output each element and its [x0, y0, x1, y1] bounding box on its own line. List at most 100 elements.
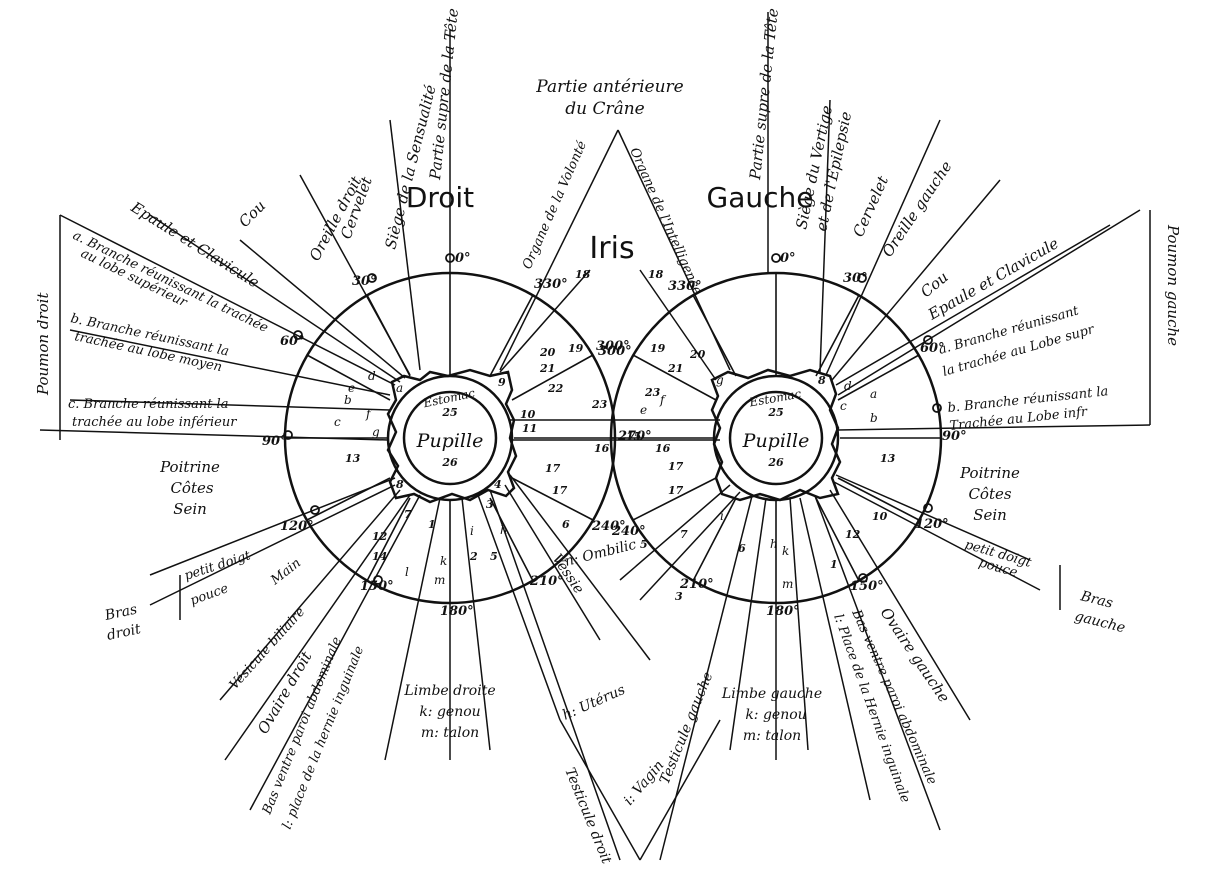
letter-l-b: b — [870, 411, 878, 425]
left-stomach-zone — [710, 368, 842, 502]
deg-right-330: 330° — [534, 277, 568, 292]
deg-right-270: 270° — [617, 429, 652, 444]
deg-right-150: 150° — [360, 579, 394, 594]
letter-l-e: e — [640, 403, 647, 417]
label-left-genou: k: genou — [745, 707, 806, 723]
label-left-vagin: i: Vagin — [621, 757, 668, 808]
label-left-bras: Bras — [1078, 588, 1114, 612]
zone-r21: 21 — [539, 362, 555, 375]
letter-r-f: f — [365, 407, 373, 421]
zone-l20: 20 — [689, 348, 706, 361]
label-left-testicule: Testicule gauche — [657, 670, 717, 787]
right-degree-marks: 0° 330° 300° 270° 240° 210° 180° 150° 12… — [262, 251, 652, 619]
zone-l17b: 17 — [668, 484, 684, 497]
heading-gauche: Gauche — [707, 181, 814, 214]
zone-r22: 22 — [547, 382, 564, 395]
zone-l18: 18 — [648, 268, 664, 281]
label-right-bras: Bras — [103, 602, 139, 625]
deg-right-300: 300° — [596, 339, 630, 354]
leader-lines — [39, 12, 1151, 861]
crane-label-top: Partie antérieure — [535, 77, 683, 97]
letter-r-i: i — [470, 524, 474, 538]
zone-r17a: 17 — [545, 462, 561, 475]
label-right-main: Main — [267, 556, 303, 589]
deg-left-330: 330° — [668, 279, 702, 294]
zone-l7: 7 — [680, 528, 688, 541]
zone-r6: 6 — [562, 518, 570, 531]
label-left-ombilic: n: Ombilic — [563, 537, 638, 570]
zone-r7: 7 — [404, 508, 412, 521]
left-eye-labels: Partie supre de la Tête Siège du Vertige… — [563, 7, 1182, 808]
zone-r4: 4 — [494, 478, 502, 491]
letter-l-d: d — [844, 379, 852, 393]
label-right-limbe: Limbe droite — [403, 683, 495, 699]
letter-r-c: c — [334, 415, 341, 429]
letter-r-g: g — [372, 425, 380, 439]
label-right-uterus: h: Utérus — [560, 682, 628, 724]
zone-r12: 12 — [372, 530, 388, 543]
zone-r1: 1 — [428, 518, 436, 531]
letter-r-d: d — [368, 369, 376, 383]
zone-l5: 5 — [640, 538, 648, 551]
zone-l6: 6 — [738, 542, 746, 555]
deg-left-150: 150° — [850, 579, 884, 594]
label-left-sein: Sein — [973, 506, 1007, 524]
deg-right-60: 60° — [280, 334, 305, 349]
zone-r19: 19 — [568, 342, 584, 355]
right-eye-labels: Partie supre de la Tête Siège de la Sens… — [34, 7, 628, 866]
label-right-organe: Organe de la Volonté — [520, 139, 590, 272]
letter-r-m: m — [434, 573, 445, 587]
letter-l-k: k — [782, 544, 789, 558]
circle-markers — [283, 253, 942, 585]
zone-l8: 8 — [818, 374, 826, 387]
label-left-talon: m: talon — [743, 728, 801, 744]
label-left-cotes: Côtes — [968, 485, 1011, 503]
label-right-pouce: pouce — [188, 581, 231, 609]
left-zone-25: 25 — [767, 406, 783, 419]
letter-r-e: e — [348, 381, 355, 395]
letter-l-f: f — [659, 393, 667, 407]
deg-left-120: 120° — [915, 517, 949, 532]
letter-l-m: m — [782, 577, 793, 591]
deg-left-180: 180° — [766, 604, 800, 619]
deg-left-30: 30° — [843, 271, 868, 286]
zone-l12: 12 — [845, 528, 861, 541]
left-pupil-label: Pupille — [742, 430, 810, 452]
zone-l3: 3 — [675, 590, 683, 603]
label-right-petit-doigt: petit doigt — [183, 548, 254, 584]
zone-r2: 2 — [469, 550, 478, 563]
label-right-cou: Cou — [235, 197, 269, 231]
zone-r23: 23 — [591, 398, 608, 411]
deg-right-120: 120° — [280, 519, 314, 534]
deg-right-240: 240° — [591, 519, 626, 534]
crane-label-bottom: du Crâne — [565, 99, 645, 119]
zone-l15: 15 — [626, 430, 641, 443]
zone-l23: 23 — [644, 386, 661, 399]
deg-left-60: 60° — [920, 341, 945, 356]
label-left-limbe: Limbe gauche — [721, 686, 822, 702]
right-zone-25: 25 — [441, 406, 457, 419]
zone-r9: 9 — [498, 376, 506, 389]
letter-l-i: i — [720, 509, 724, 523]
label-left-bras2: gauche — [1073, 608, 1127, 636]
label-right-bronche-c2: trachée au lobe inférieur — [72, 415, 237, 430]
deg-right-210: 210° — [529, 574, 564, 589]
zone-r5: 5 — [490, 550, 498, 563]
letter-r-k: k — [440, 554, 447, 568]
zone-l10: 10 — [872, 510, 888, 523]
zone-l21: 21 — [667, 362, 683, 375]
right-stomach-zone — [386, 368, 518, 504]
zone-r16: 16 — [594, 442, 610, 455]
label-right-genou: k: genou — [419, 704, 480, 720]
label-right-bras2: droit — [106, 621, 143, 644]
heading-iris: Iris — [589, 231, 634, 266]
letter-r-b: b — [344, 393, 352, 407]
left-degree-marks: 0° 30° 60° 90° 120° 150° 180° 210° 240° … — [598, 251, 967, 619]
left-zone-26: 26 — [767, 456, 784, 469]
zone-letters: a b c d e f g h i k l m a b c d e f g h … — [334, 369, 878, 591]
label-right-poumon: Poumon droit — [34, 292, 52, 396]
zone-l19: 19 — [650, 342, 666, 355]
zone-r14: 14 — [372, 550, 387, 563]
deg-left-0: 0° — [780, 251, 796, 266]
